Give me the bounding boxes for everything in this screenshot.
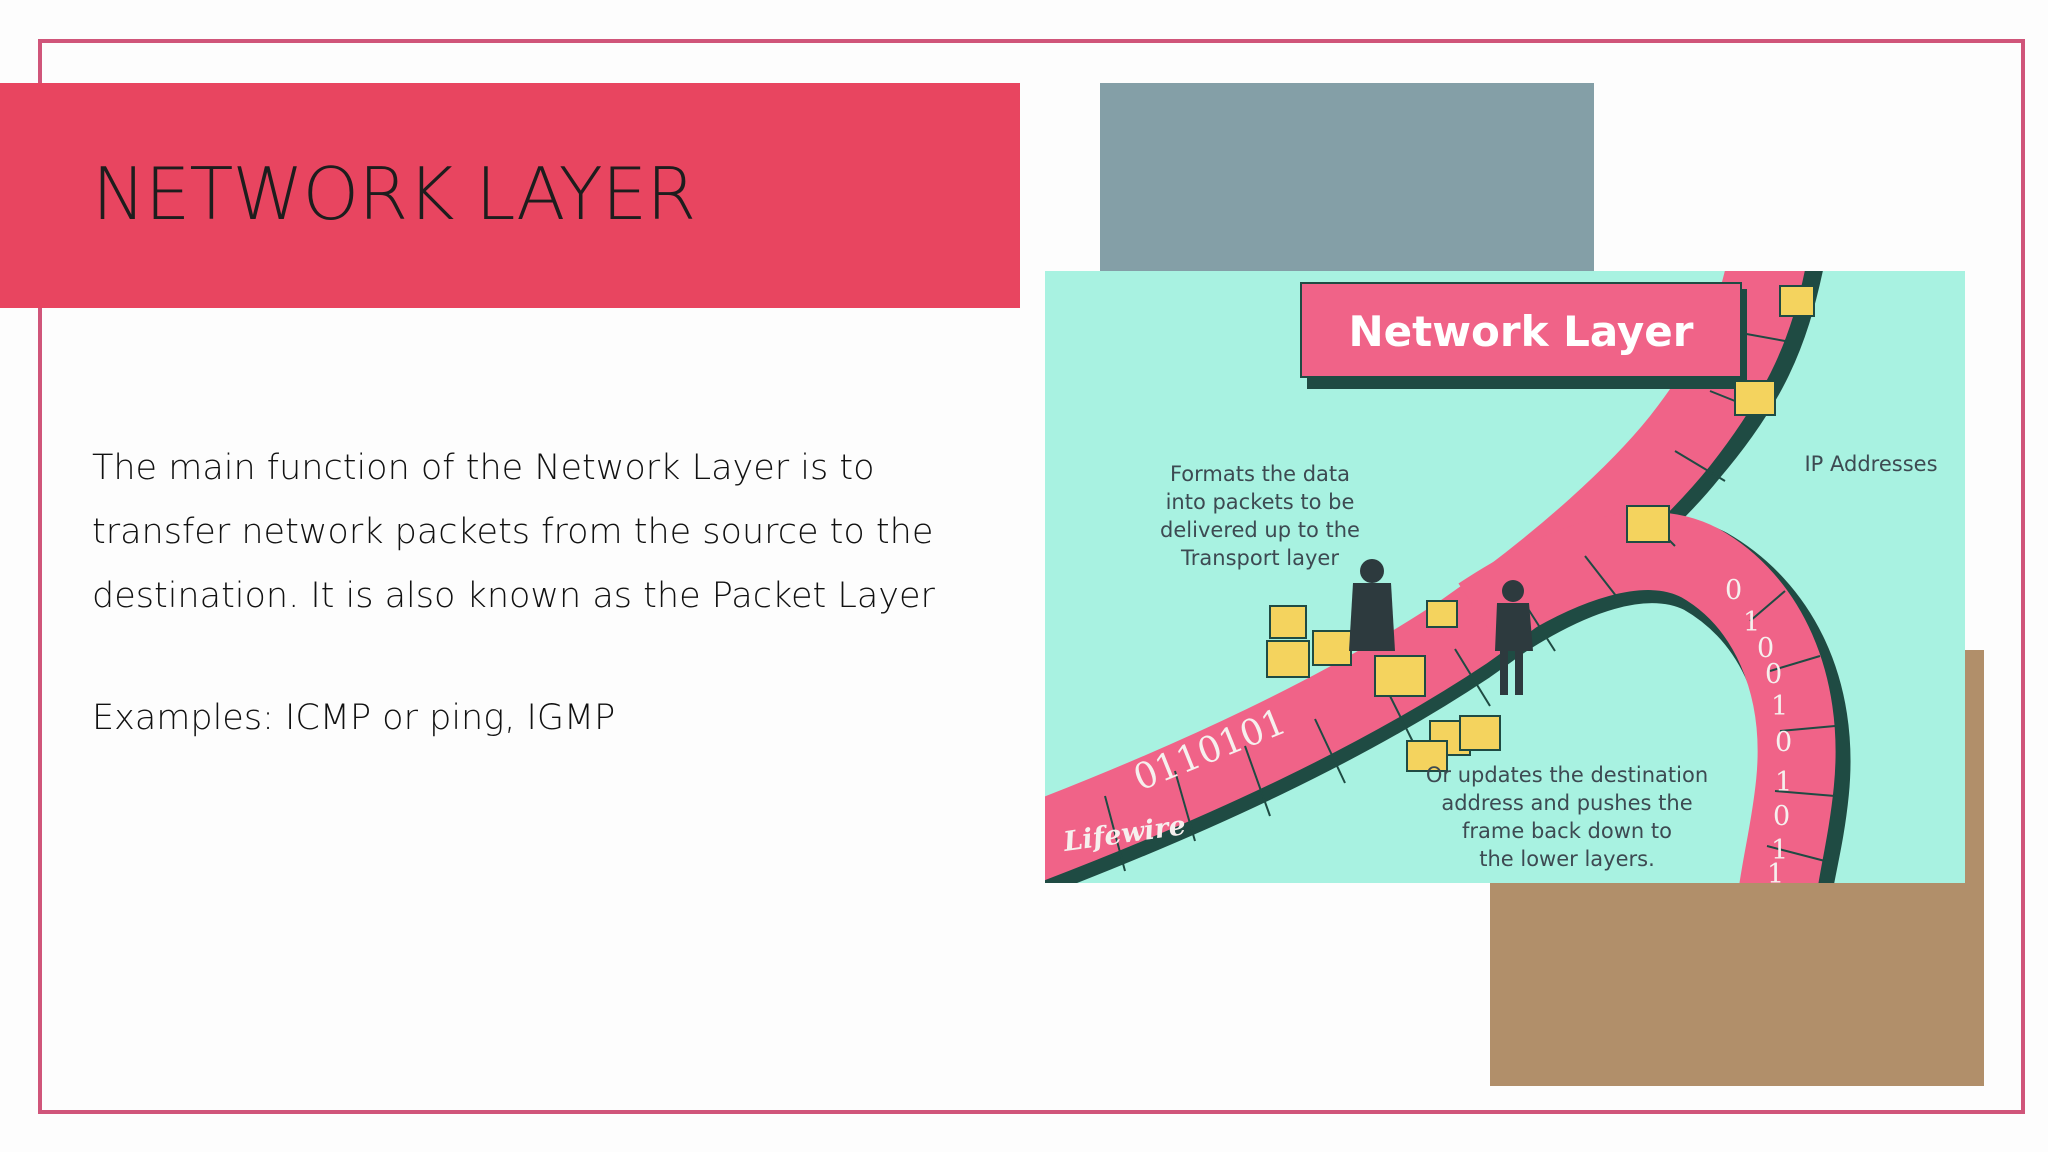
package-box: [1426, 600, 1458, 628]
package-box: [1374, 655, 1426, 697]
label-bottom-line: frame back down to: [1462, 819, 1672, 843]
svg-text:1: 1: [1771, 691, 1788, 722]
label-bottom-line: address and pushes the: [1441, 791, 1692, 815]
package-box: [1459, 715, 1501, 751]
svg-text:1: 1: [1771, 835, 1788, 866]
examples-paragraph: Examples: ICMP or ping, IGMP: [92, 698, 616, 738]
illustration-title: Network Layer: [1348, 307, 1693, 356]
svg-text:0: 0: [1773, 801, 1790, 832]
svg-text:0: 0: [1765, 659, 1782, 690]
package-box: [1269, 605, 1307, 639]
body-paragraph: The main function of the Network Layer i…: [92, 448, 935, 616]
package-box: [1266, 640, 1310, 678]
slide-frame: [38, 39, 2025, 1114]
package-box: [1734, 380, 1776, 416]
label-ip-addresses: IP Addresses: [1804, 452, 1937, 476]
slide-title: NETWORK LAYER: [92, 152, 696, 236]
network-layer-illustration: Network Layer 0110101 0: [1045, 271, 1965, 883]
svg-text:0: 0: [1757, 633, 1774, 664]
svg-text:1: 1: [1743, 607, 1760, 638]
sign-board: [1300, 282, 1742, 378]
package-box: [1312, 630, 1352, 666]
title-band: [0, 83, 1020, 308]
package-box: [1406, 740, 1448, 772]
package-box: [1779, 285, 1815, 317]
binary-stream-curve: 0 1 0 0 1 0 1 0 1 1: [1725, 575, 1792, 883]
decorative-gray-block: [1100, 83, 1594, 273]
label-left-line: Formats the data: [1170, 462, 1350, 486]
svg-text:0: 0: [1725, 575, 1742, 606]
label-bottom-line: the lower layers.: [1479, 847, 1655, 871]
svg-text:0: 0: [1775, 727, 1792, 758]
label-left-line: Transport layer: [1180, 546, 1339, 570]
label-left-line: into packets to be: [1166, 490, 1355, 514]
svg-text:1: 1: [1767, 859, 1784, 883]
worker-figures: [1349, 559, 1533, 695]
svg-text:1: 1: [1775, 767, 1792, 798]
label-left-line: delivered up to the: [1160, 518, 1360, 542]
label-left: Formats the data into packets to be deli…: [1160, 462, 1360, 570]
package-box: [1626, 505, 1670, 543]
label-bottom: Or updates the destination address and p…: [1426, 763, 1708, 871]
label-bottom-line: Or updates the destination: [1426, 763, 1708, 787]
